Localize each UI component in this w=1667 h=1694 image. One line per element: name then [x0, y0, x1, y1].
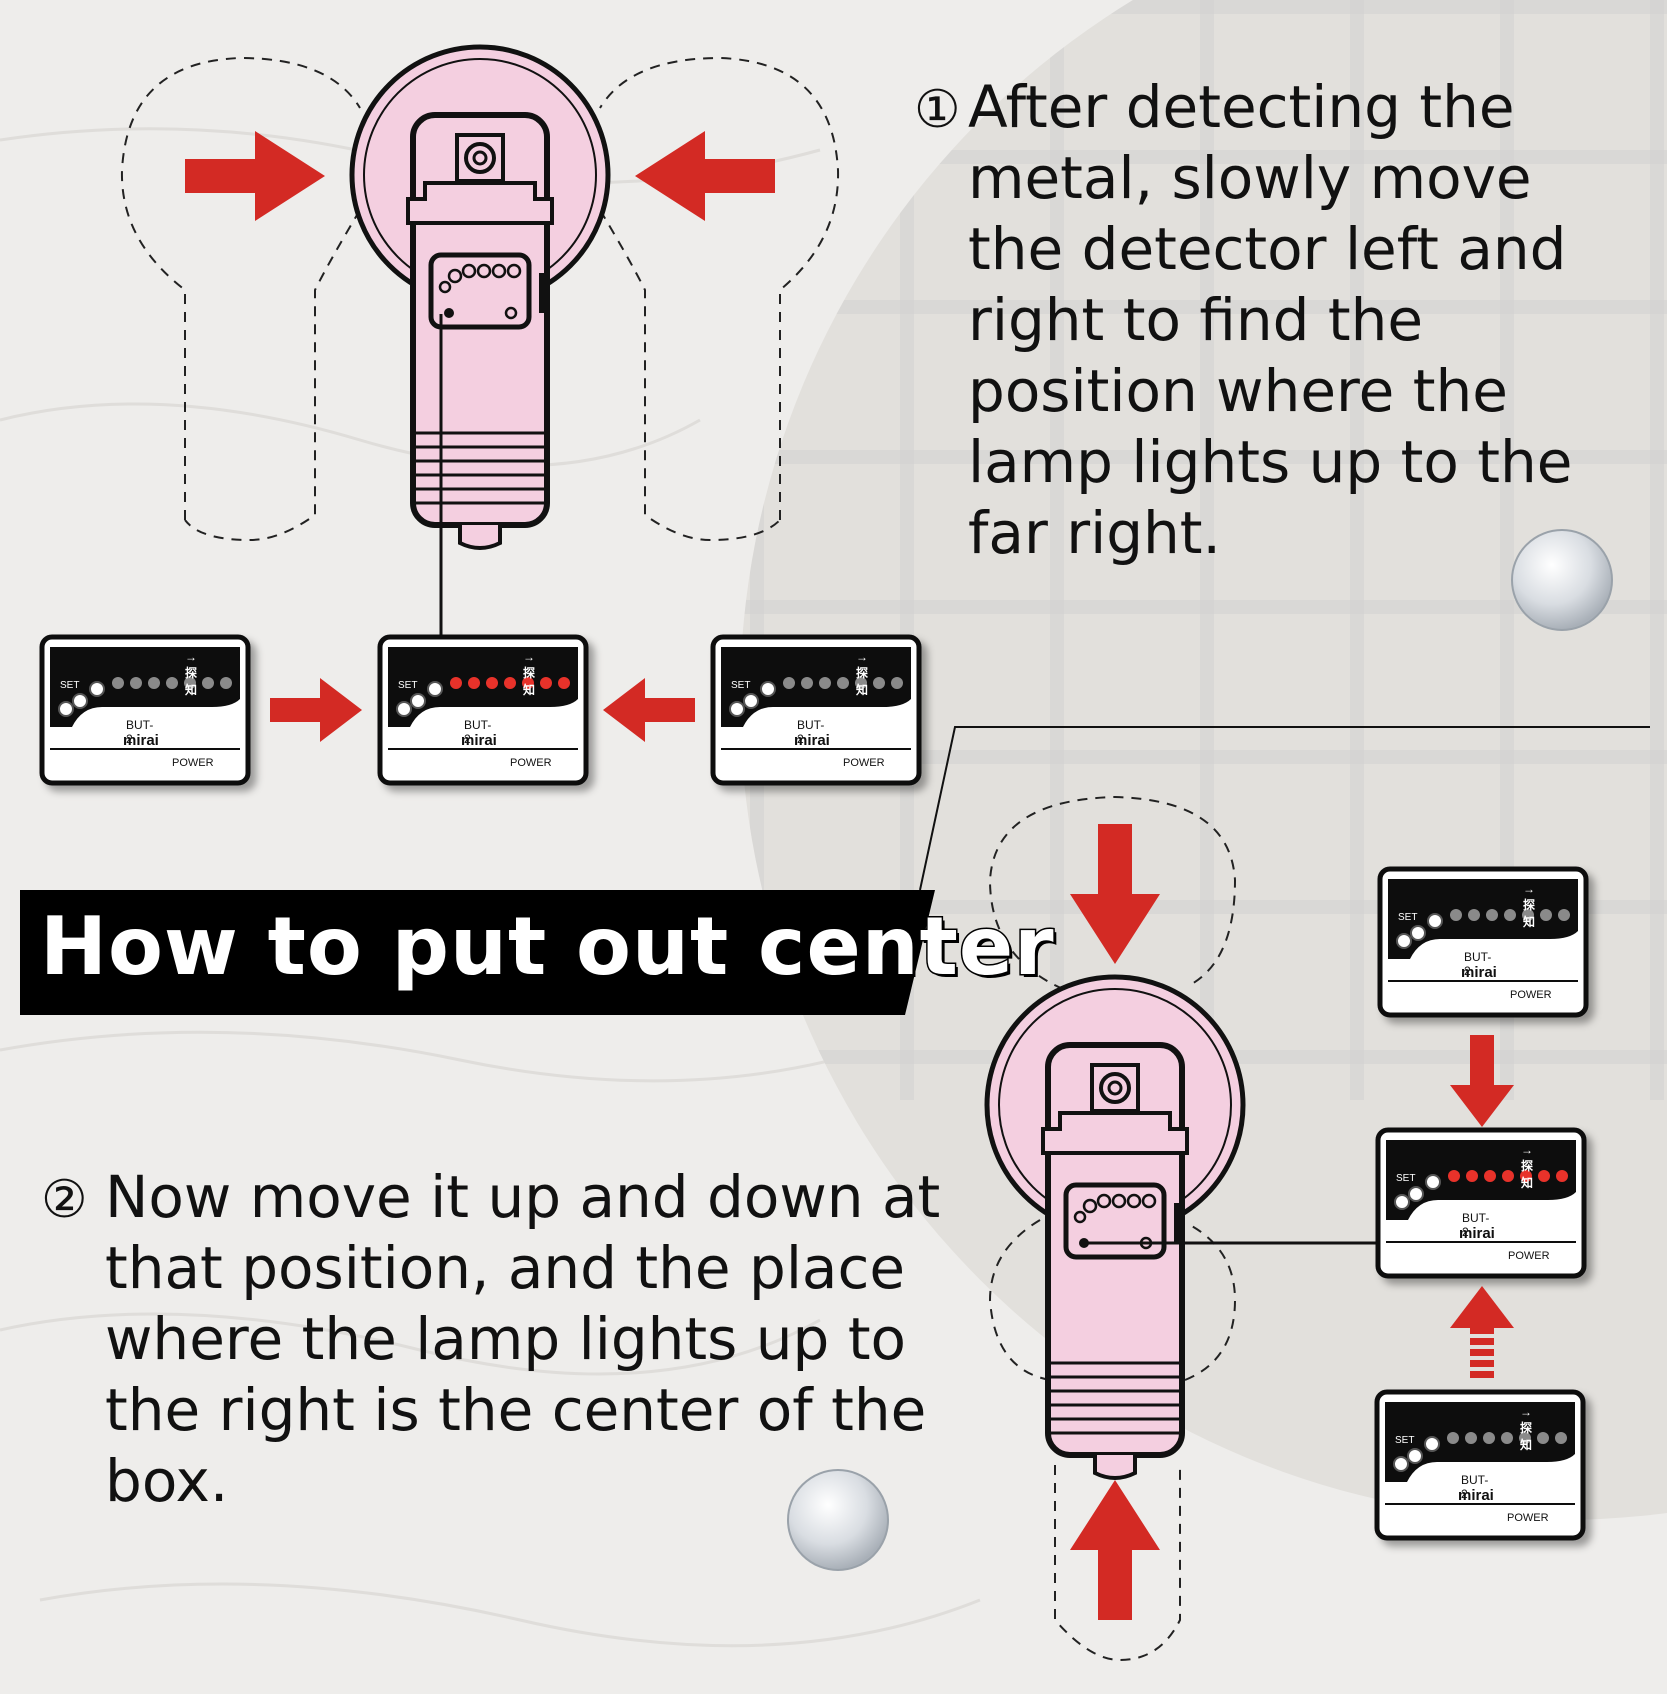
unit-set-label: SET — [398, 680, 418, 691]
unit-set-label: SET — [60, 680, 80, 691]
unit-model-label: BUT-2 — [1461, 1473, 1489, 1501]
unit-top-left — [39, 634, 251, 786]
left-sweep-outline — [120, 56, 840, 542]
bubble-icon — [787, 1469, 889, 1571]
unit-detect-label: → 探知 — [856, 650, 869, 697]
unit-power-label: POWER — [1508, 1250, 1550, 1262]
unit-top-center — [377, 634, 589, 786]
unit-model-label: BUT-2 — [1464, 950, 1492, 978]
unit-power-label: POWER — [510, 757, 552, 769]
unit-power-label: POWER — [843, 757, 885, 769]
step-1-line: position where the — [968, 357, 1508, 425]
step-2-number: ② — [41, 1170, 88, 1230]
unit-power-label: POWER — [1510, 989, 1552, 1001]
step-2-line: that position, and the place — [105, 1234, 906, 1302]
unit-brand-label: mirai — [123, 732, 159, 749]
unit-right-top — [1377, 866, 1589, 1018]
step-1-line: the detector left and — [968, 215, 1567, 283]
divider-line — [919, 726, 1650, 891]
step-1-line: lamp lights up to the — [968, 428, 1573, 496]
unit-brand-label: mirai — [1458, 1487, 1494, 1504]
step-1-line: metal, slowly move — [968, 144, 1532, 212]
title-banner — [20, 890, 935, 1015]
unit-right-bottom — [1374, 1389, 1586, 1541]
step-1-number: ① — [914, 80, 961, 140]
step-1-instruction: ① After detecting the metal, slowly move… — [914, 73, 1658, 575]
unit-model-label: BUT-2 — [797, 718, 825, 746]
step-2-line: box. — [105, 1447, 229, 1515]
step-1-line: far right. — [968, 499, 1221, 567]
step-2-line: the right is the center of the — [105, 1376, 927, 1444]
step-2-line: where the lamp lights up to — [105, 1305, 907, 1373]
unit-set-label: SET — [1395, 1435, 1415, 1446]
unit-set-label: SET — [1396, 1173, 1416, 1184]
unit-detect-label: → 探知 — [523, 650, 536, 697]
unit-model-label: BUT-2 — [464, 718, 492, 746]
step-2-line: Now move it up and down at — [105, 1163, 941, 1231]
unit-detect-label: → 探知 — [1520, 1405, 1533, 1452]
unit-model-label: BUT-2 — [1462, 1211, 1490, 1239]
step-1-line: right to find the — [968, 286, 1424, 354]
step-1-line: After detecting the — [968, 73, 1515, 141]
unit-arrow-up-dashed — [1450, 1286, 1514, 1378]
page-title: How to put out center — [39, 899, 1056, 995]
unit-brand-label: mirai — [1459, 1225, 1495, 1242]
unit-brand-label: mirai — [461, 732, 497, 749]
unit-detect-label: → 探知 — [1523, 882, 1536, 929]
unit-brand-label: mirai — [794, 732, 830, 749]
unit-detect-label: → 探知 — [185, 650, 198, 697]
unit-top-right — [710, 634, 922, 786]
unit-set-label: SET — [1398, 912, 1418, 923]
unit-brand-label: mirai — [1461, 964, 1497, 981]
unit-right-middle — [1375, 1127, 1587, 1279]
unit-model-label: BUT-2 — [126, 718, 154, 746]
step-2-instruction: ② Now move it up and down at that positi… — [41, 1163, 941, 1523]
unit-power-label: POWER — [1507, 1512, 1549, 1524]
unit-power-label: POWER — [172, 757, 214, 769]
unit-detect-label: → 探知 — [1521, 1143, 1534, 1190]
bubble-icon — [1511, 529, 1613, 631]
unit-set-label: SET — [731, 680, 751, 691]
